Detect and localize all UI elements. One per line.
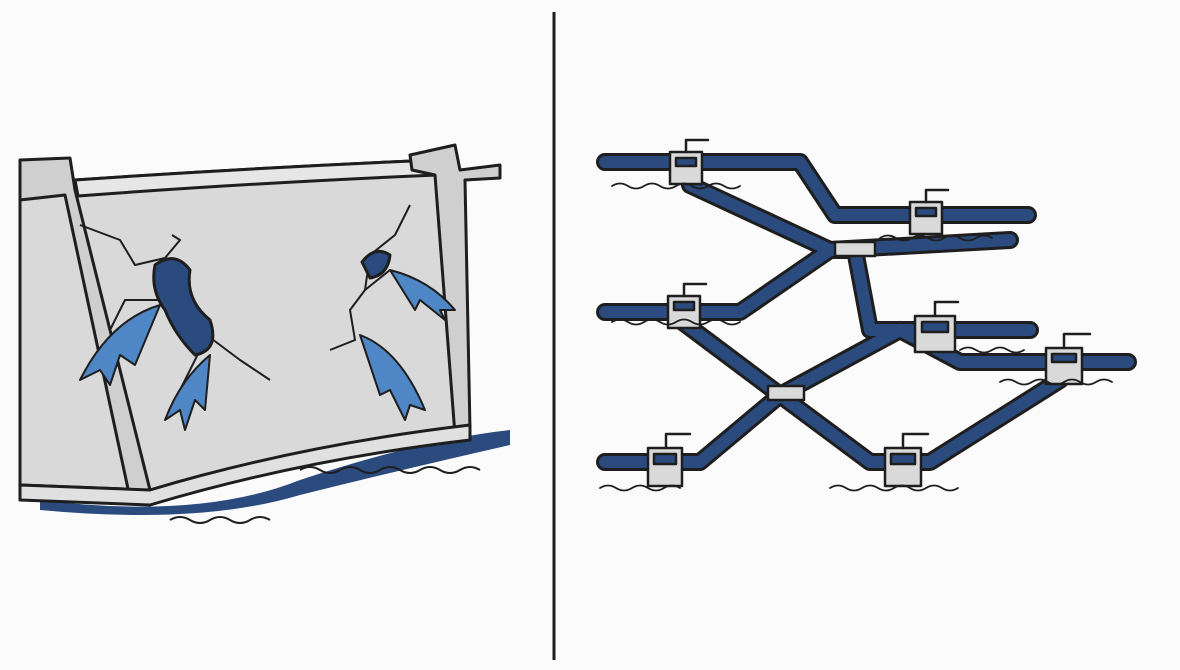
canal-waves bbox=[599, 182, 1113, 492]
crack-left bbox=[79, 224, 271, 391]
dam-right-pillar bbox=[408, 143, 502, 437]
lock-1 bbox=[668, 138, 710, 186]
dam-bottom-ledge bbox=[18, 423, 472, 507]
hole-left bbox=[152, 257, 215, 357]
lock-7 bbox=[883, 432, 930, 488]
locks bbox=[646, 138, 1092, 488]
lock-6 bbox=[646, 432, 692, 488]
lock-4 bbox=[913, 300, 960, 354]
lock-5 bbox=[1044, 332, 1092, 386]
water-jets bbox=[79, 269, 456, 431]
junction-upper bbox=[833, 240, 877, 258]
canal-lock-network bbox=[596, 138, 1137, 492]
hole-right bbox=[360, 249, 392, 280]
lock-2 bbox=[908, 188, 950, 236]
crack-right bbox=[329, 204, 411, 351]
junction-lower bbox=[766, 384, 806, 402]
cracked-dam bbox=[18, 143, 510, 524]
canal-water bbox=[599, 156, 1134, 468]
waves bbox=[169, 466, 481, 524]
lock-3 bbox=[666, 282, 708, 330]
